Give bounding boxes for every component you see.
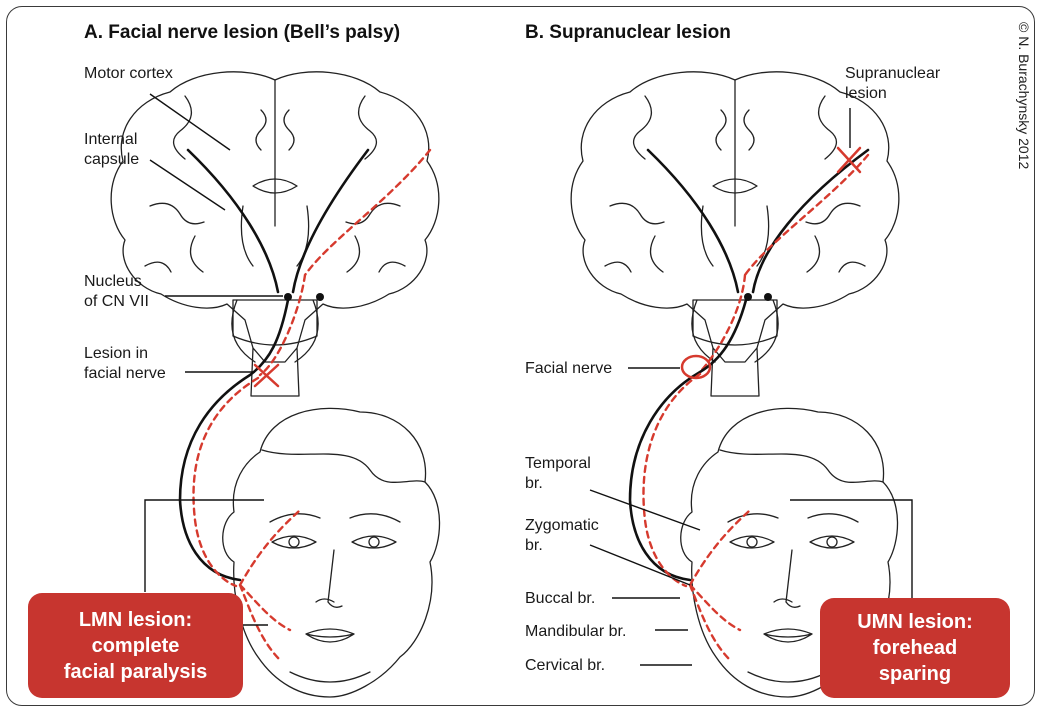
label-motor-cortex: Motor cortex bbox=[84, 65, 173, 82]
svg-text:br.: br. bbox=[525, 475, 543, 492]
lmn-lesion-callout: LMN lesion: complete facial paralysis bbox=[28, 593, 243, 698]
facial-nerve-dashed-b bbox=[643, 374, 700, 586]
panel-a-title: A. Facial nerve lesion (Bell’s palsy) bbox=[84, 22, 400, 43]
facial-branches-b bbox=[690, 510, 750, 660]
face-illustration-a bbox=[223, 408, 440, 697]
label-internal-capsule: Internal bbox=[84, 131, 137, 148]
corticobulbar-tract-b bbox=[648, 150, 868, 292]
nucleus-cn7-b-right bbox=[764, 293, 772, 301]
facial-nerve-dashed-a bbox=[194, 378, 258, 586]
label-temporal-br: Temporal bbox=[525, 455, 591, 472]
label-lesion-facial-nerve: Lesion in bbox=[84, 345, 148, 362]
label-supranuclear-lesion: Supranuclear bbox=[845, 65, 941, 82]
svg-text:lesion: lesion bbox=[845, 85, 887, 102]
svg-text:capsule: capsule bbox=[84, 151, 139, 168]
panel-b-title: B. Supranuclear lesion bbox=[525, 22, 731, 43]
label-facial-nerve: Facial nerve bbox=[525, 360, 612, 377]
nucleus-cn7-right bbox=[316, 293, 324, 301]
label-buccal-br: Buccal br. bbox=[525, 590, 595, 607]
copyright-notice: © N. Burachynsky 2012 bbox=[1016, 22, 1032, 169]
label-cervical-br: Cervical br. bbox=[525, 657, 605, 674]
svg-text:br.: br. bbox=[525, 537, 543, 554]
nucleus-cn7-b-left bbox=[744, 293, 752, 301]
corticobulbar-tract-a bbox=[188, 150, 368, 292]
label-zygomatic-br: Zygomatic bbox=[525, 517, 599, 534]
crossed-fibers-b bbox=[700, 155, 868, 372]
label-mandibular-br: Mandibular br. bbox=[525, 623, 626, 640]
svg-text:of CN VII: of CN VII bbox=[84, 293, 149, 310]
svg-text:facial nerve: facial nerve bbox=[84, 365, 166, 382]
umn-lesion-callout: UMN lesion: forehead sparing bbox=[820, 598, 1010, 698]
nucleus-cn7-left bbox=[284, 293, 292, 301]
brain-illustration-a bbox=[111, 72, 439, 396]
facial-branches-a bbox=[240, 510, 300, 660]
label-nucleus-cn7: Nucleus bbox=[84, 273, 142, 290]
